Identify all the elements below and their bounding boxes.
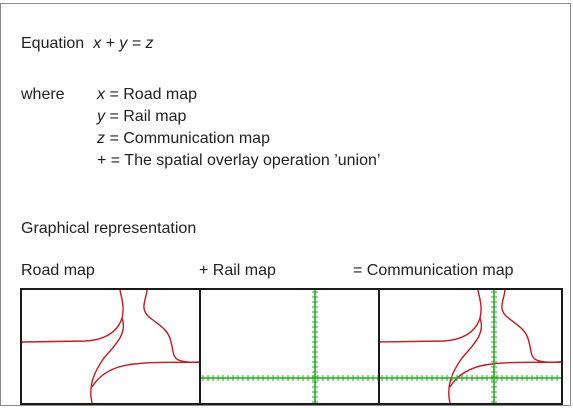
equation-label: Equation (21, 35, 85, 52)
rail-ticks (202, 291, 379, 403)
communication-map-panel (378, 288, 563, 405)
definition-union: + = The spatial overlay operation ’union… (97, 151, 380, 171)
road-line (380, 290, 482, 343)
definition-text: = Rail map (105, 108, 187, 125)
road-line (501, 290, 561, 363)
definition-symbol: z (97, 130, 105, 147)
equation-x: x (93, 35, 102, 52)
road-map-panel (20, 288, 205, 405)
definition-symbol: + (97, 152, 107, 169)
where-label: where (21, 86, 65, 103)
panel-label-road: Road map (21, 262, 95, 279)
equation-plus: + (101, 35, 120, 52)
road-line (143, 290, 203, 363)
road-line (91, 361, 203, 388)
graphical-heading: Graphical representation (21, 220, 197, 237)
definition-symbol: y (97, 108, 105, 125)
definition-text: = Communication map (105, 130, 270, 147)
definition-y: y = Rail map (97, 107, 186, 127)
definition-text: = The spatial overlay operation ’union’ (106, 152, 381, 169)
equation-y: y (119, 35, 128, 52)
equation-line: Equation x + y = z (21, 34, 154, 54)
communication-map-drawing (380, 290, 561, 403)
road-map-drawing (22, 290, 203, 403)
rail-map-panel (199, 288, 384, 405)
equation-equals: = (127, 35, 146, 52)
definition-x: x = Road map (97, 85, 197, 105)
rail-ticks (381, 291, 558, 403)
panel-label-communication: = Communication map (353, 262, 514, 279)
equation-z: z (145, 35, 154, 52)
definition-z: z = Communication map (97, 129, 270, 149)
road-line (449, 361, 561, 388)
definition-text: = Road map (105, 86, 198, 103)
road-line (22, 290, 124, 343)
road-line (448, 317, 483, 403)
road-line (90, 317, 125, 403)
rail-map-drawing (201, 290, 382, 403)
panel-label-rail: + Rail map (199, 262, 276, 279)
definition-symbol: x (97, 86, 105, 103)
figure-frame: Equation x + y = z where x = Road map y … (0, 3, 571, 406)
